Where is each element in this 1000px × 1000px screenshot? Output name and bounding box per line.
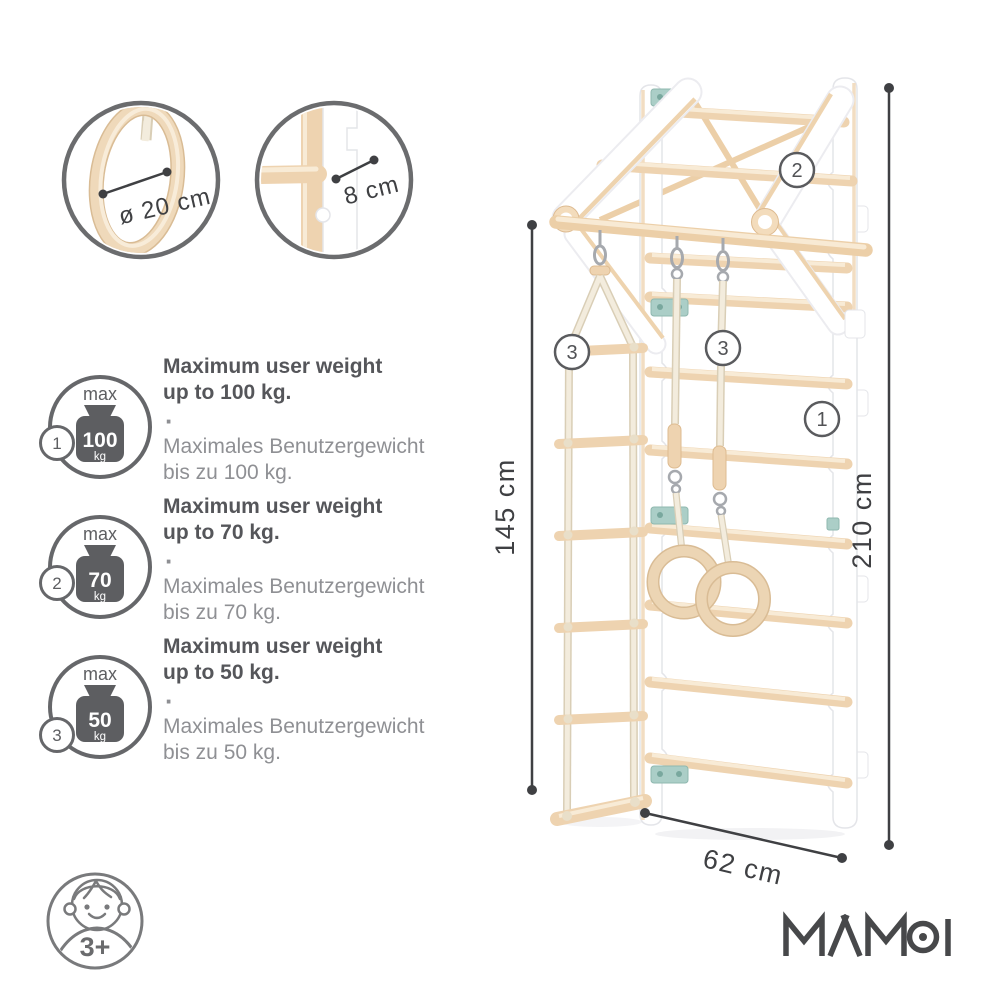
- svg-text:kg: kg: [94, 451, 106, 463]
- feature-divider-dot: ·: [165, 546, 174, 576]
- rung-depth-line: [331, 155, 379, 184]
- svg-text:2: 2: [52, 574, 61, 593]
- callout-1: 1: [803, 400, 841, 438]
- svg-text:70: 70: [88, 569, 111, 592]
- detail-circle-rung: 8 cm: [254, 100, 414, 260]
- svg-text:145 cm: 145 cm: [490, 458, 520, 556]
- feature-title-line2: up to 100 kg.: [163, 381, 292, 404]
- svg-text:2: 2: [791, 160, 802, 182]
- right-rail: [826, 77, 858, 829]
- carabiner-icon: [593, 244, 607, 266]
- ring-diameter-line: [98, 167, 172, 199]
- wall-bars-illustration: 2 3 3 1 145 cm 210 cm 62 cm: [490, 77, 894, 891]
- svg-text:3: 3: [566, 342, 577, 364]
- feature-item-100kg: Maximum user weight up to 100 kg. · Maxi…: [163, 354, 503, 486]
- rope-wrap: [141, 120, 151, 142]
- feature-divider-dot: ·: [165, 686, 174, 716]
- svg-text:210 cm: 210 cm: [847, 471, 877, 569]
- detail-rung-bar: [261, 165, 327, 184]
- feature-item-50kg: Maximum user weight up to 50 kg. · Maxim…: [163, 634, 503, 766]
- feature-desc-line2: bis zu 70 kg.: [163, 601, 281, 624]
- child-shoulders: [52, 926, 140, 963]
- feature-title-line1: Maximum user weight: [163, 635, 383, 658]
- feature-desc-line1: Maximales Benutzergewicht: [163, 715, 425, 738]
- brand-logo: MAMOI: [783, 911, 951, 958]
- feature-title-line1: Maximum user weight: [163, 355, 383, 378]
- svg-text:3: 3: [717, 338, 728, 360]
- child-face-icon: [63, 878, 131, 932]
- svg-text:max: max: [83, 664, 117, 684]
- feature-title-line1: Maximum user weight: [163, 495, 383, 518]
- feature-desc-line1: Maximales Benutzergewicht: [163, 435, 425, 458]
- logo-letter-m2: [865, 911, 907, 956]
- feature-desc-line2: bis zu 50 kg.: [163, 741, 281, 764]
- svg-text:62 cm: 62 cm: [700, 843, 786, 890]
- feature-desc-line2: bis zu 100 kg.: [163, 461, 293, 484]
- svg-text:50: 50: [88, 709, 111, 732]
- weight-icon-70kg: max 70 kg 2: [39, 515, 152, 619]
- dimension-62: 62 cm: [640, 808, 847, 891]
- feature-divider-dot: ·: [165, 406, 174, 436]
- dimension-210: 210 cm: [847, 83, 894, 850]
- svg-text:kg: kg: [94, 731, 106, 743]
- svg-text:3: 3: [52, 726, 61, 745]
- age-label: 3+: [80, 932, 111, 962]
- weight-icon-50kg: max 50 kg 3: [39, 655, 152, 759]
- svg-text:max: max: [83, 384, 117, 404]
- dimension-145: 145 cm: [490, 220, 537, 795]
- callout-3-rings: 3: [704, 329, 742, 367]
- rope-knots: [562, 342, 640, 821]
- carabiner-icon: [716, 250, 730, 272]
- rope-ladder: [550, 230, 652, 826]
- weight-icon-100kg: max 100 kg 1: [39, 375, 152, 479]
- svg-text:1: 1: [52, 434, 61, 453]
- age-badge: 3+: [46, 872, 144, 970]
- feature-number-badge: [39, 565, 75, 601]
- logo-letter-m1: [783, 911, 825, 956]
- detail-circle-ring: ø 20 cm: [61, 100, 221, 260]
- feature-title-line2: up to 70 kg.: [163, 521, 280, 544]
- svg-text:100: 100: [82, 429, 117, 452]
- wooden-ring: [88, 107, 186, 253]
- feature-desc-line1: Maximales Benutzergewicht: [163, 575, 425, 598]
- feature-number-badge: [39, 717, 75, 753]
- callout-2: 2: [778, 151, 816, 189]
- gym-rings: [646, 236, 771, 637]
- feature-title-line2: up to 50 kg.: [163, 661, 280, 684]
- carabiner-icon: [670, 247, 684, 269]
- rope-ladder-rungs: [550, 343, 652, 826]
- logo-letter-o: [906, 920, 940, 954]
- feature-item-70kg: Maximum user weight up to 70 kg. · Maxim…: [163, 494, 503, 626]
- callout-3-ladder: 3: [553, 333, 591, 371]
- feature-number-badge: [39, 425, 75, 461]
- svg-text:max: max: [83, 524, 117, 544]
- pullup-bar: [549, 215, 873, 257]
- svg-text:kg: kg: [94, 591, 106, 603]
- svg-text:1: 1: [816, 409, 827, 431]
